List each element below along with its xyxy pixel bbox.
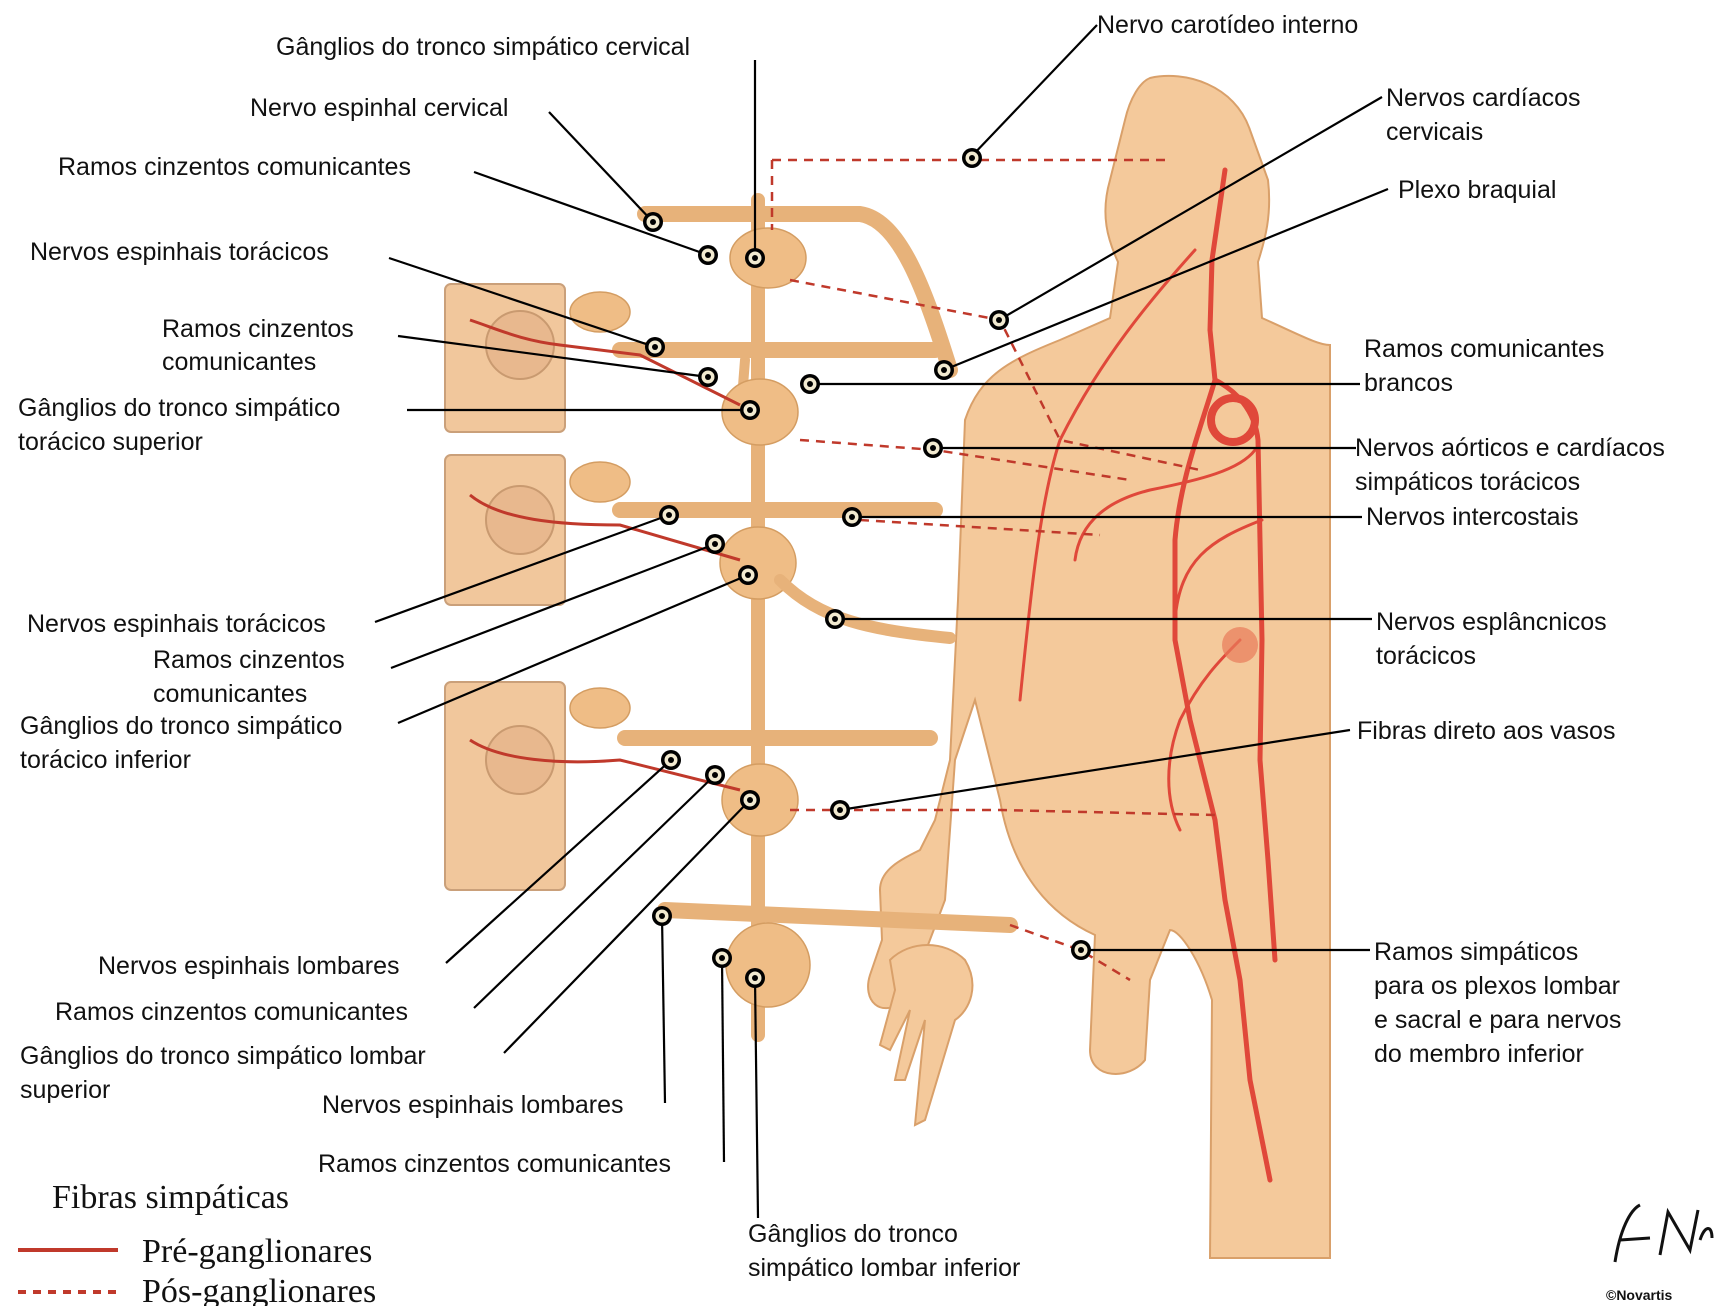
pin-marker-dot — [752, 255, 758, 261]
legend-title: Fibras simpáticas — [52, 1179, 289, 1216]
label-lumbar-spinal-nerves-1: Nervos espinhais lombares — [98, 952, 400, 980]
label-gray-rami-2a: Ramos cinzentos — [162, 315, 354, 343]
legend-pre-label: Pré-ganglionares — [142, 1233, 372, 1270]
label-aortic-cardiac-b: simpáticos torácicos — [1355, 468, 1580, 496]
label-gray-rami-5: Ramos cinzentos comunicantes — [318, 1150, 671, 1178]
label-cervical-spinal-nerve: Nervo espinhal cervical — [250, 94, 508, 122]
label-upper-lumbar-ganglia-a: Gânglios do tronco simpático lombar — [20, 1042, 426, 1070]
body-figure — [868, 76, 1330, 1258]
label-splanchnic-a: Nervos esplâncnicos — [1376, 608, 1607, 636]
label-white-rami-b: brancos — [1364, 369, 1453, 397]
pin-marker-dot — [837, 807, 843, 813]
pin-marker-dot — [996, 317, 1002, 323]
label-lower-lumbar-ganglia-b: simpático lombar inferior — [748, 1254, 1020, 1282]
label-lumbosacral-d: do membro inferior — [1374, 1040, 1584, 1068]
label-white-rami-a: Ramos comunicantes — [1364, 335, 1604, 363]
pin-marker-dot — [969, 155, 975, 161]
label-thoracic-spinal-nerves-2: Nervos espinhais torácicos — [27, 610, 326, 638]
pin-marker-dot — [659, 913, 665, 919]
pin-marker-dot — [941, 367, 947, 373]
label-vessel-fibers: Fibras direto aos vasos — [1357, 717, 1615, 745]
pin-marker-dot — [668, 757, 674, 763]
pin-marker-dot — [1078, 947, 1084, 953]
label-gray-rami-4: Ramos cinzentos comunicantes — [55, 998, 408, 1026]
copyright: ©Novartis — [1606, 1287, 1673, 1303]
label-lower-lumbar-ganglia-a: Gânglios do tronco — [748, 1220, 958, 1248]
legend-post-label: Pós-ganglionares — [142, 1273, 376, 1306]
label-internal-carotid: Nervo carotídeo interno — [1097, 11, 1358, 39]
label-lumbosacral-b: para os plexos lombar — [1374, 972, 1620, 1000]
pin-marker-dot — [930, 445, 936, 451]
label-thoracic-spinal-nerves-1: Nervos espinhais torácicos — [30, 238, 329, 266]
label-aortic-cardiac-a: Nervos aórticos e cardíacos — [1355, 434, 1665, 462]
label-cervical-ganglia: Gânglios do tronco simpático cervical — [276, 33, 690, 61]
pin-marker-dot — [719, 955, 725, 961]
label-cardiac-cervical-a: Nervos cardíacos — [1386, 84, 1581, 112]
labels: Gânglios do tronco simpático cervical Ne… — [18, 11, 1665, 1282]
pin-marker-dot — [745, 572, 751, 578]
pin-marker-dot — [747, 407, 753, 413]
pin-marker-dot — [705, 252, 711, 258]
pin-marker-dot — [650, 219, 656, 225]
legend: Fibras simpáticas Pré-ganglionares Pós-g… — [18, 1179, 376, 1306]
label-gray-rami-2b: comunicantes — [162, 348, 316, 376]
pin-marker-dot — [849, 514, 855, 520]
label-brachial-plexus: Plexo braquial — [1398, 176, 1556, 204]
pin-marker-dot — [705, 374, 711, 380]
pin-marker-dot — [832, 616, 838, 622]
label-lower-thoracic-ganglia-a: Gânglios do tronco simpático — [20, 712, 342, 740]
label-lumbar-spinal-nerves-2: Nervos espinhais lombares — [322, 1091, 624, 1119]
label-gray-rami-3a: Ramos cinzentos — [153, 646, 345, 674]
label-intercostal: Nervos intercostais — [1366, 503, 1579, 531]
label-lumbosacral-a: Ramos simpáticos — [1374, 938, 1578, 966]
label-lower-thoracic-ganglia-b: torácico inferior — [20, 746, 191, 774]
label-gray-rami-1: Ramos cinzentos comunicantes — [58, 153, 411, 181]
pin-marker-dot — [712, 772, 718, 778]
label-upper-thoracic-ganglia-b: torácico superior — [18, 428, 203, 456]
pin-marker-dot — [747, 797, 753, 803]
label-cardiac-cervical-b: cervicais — [1386, 118, 1483, 146]
label-upper-thoracic-ganglia-a: Gânglios do tronco simpático — [18, 394, 340, 422]
signature: ©Novartis — [1606, 1205, 1712, 1303]
pin-marker-dot — [666, 512, 672, 518]
label-lumbosacral-c: e sacral e para nervos — [1374, 1006, 1621, 1034]
pin-marker-dot — [712, 541, 718, 547]
label-gray-rami-3b: comunicantes — [153, 680, 307, 708]
pin-marker-dot — [752, 975, 758, 981]
pin-marker-dot — [652, 344, 658, 350]
label-upper-lumbar-ganglia-b: superior — [20, 1076, 110, 1104]
label-splanchnic-b: torácicos — [1376, 642, 1476, 670]
pin-marker-dot — [807, 381, 813, 387]
